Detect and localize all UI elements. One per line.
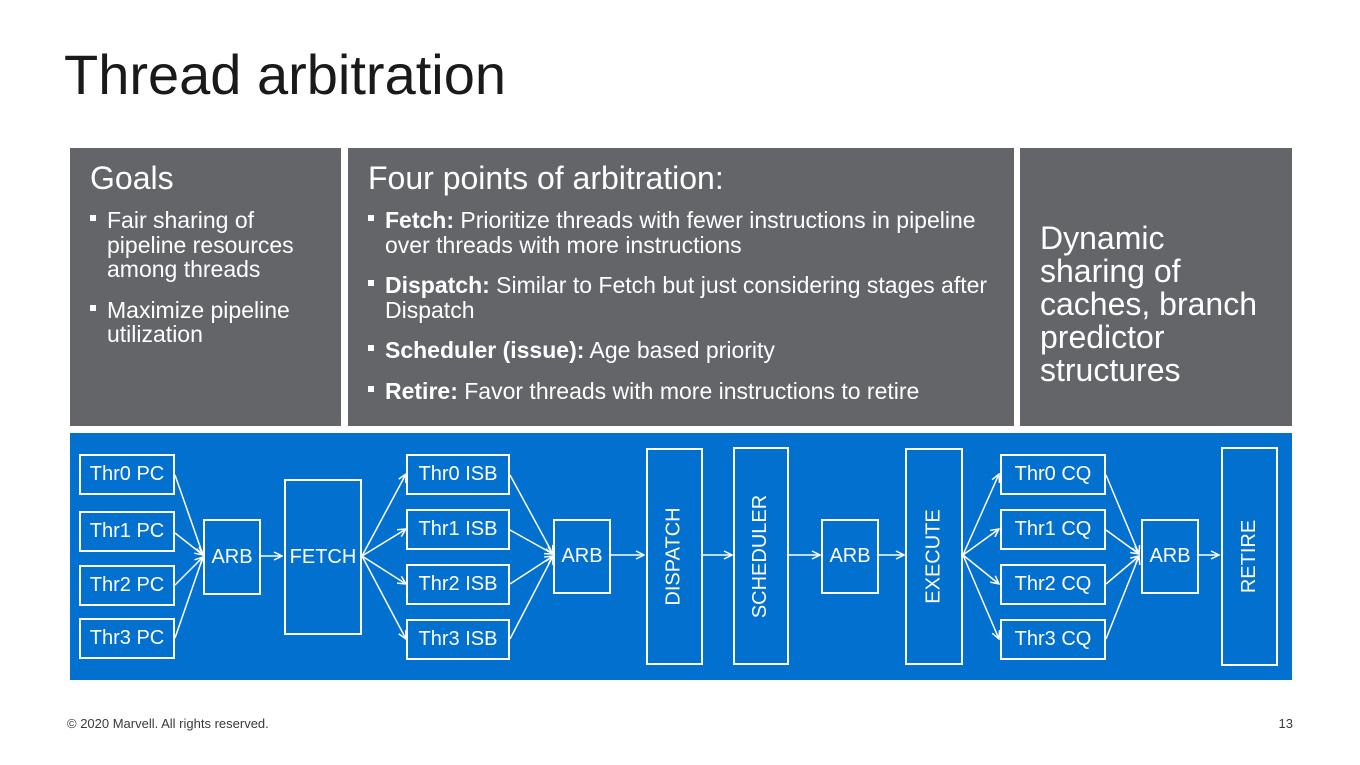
goals-heading: Goals: [90, 160, 174, 196]
arbitration-item: Dispatch: Similar to Fetch but just cons…: [368, 273, 994, 322]
execute-arb-box: ARB: [821, 519, 879, 594]
scheduler-label: SCHEDULER: [749, 494, 772, 618]
fetch-box: FETCH: [284, 479, 362, 635]
thr3-pc-box: Thr3 PC: [79, 618, 175, 659]
page-number: 13: [1278, 716, 1293, 731]
arbitration-item-text: Similar to Fetch but just considering st…: [385, 272, 988, 323]
thr2-isb-box: Thr2 ISB: [406, 564, 510, 605]
arbitration-item-term: Scheduler (issue):: [385, 337, 585, 363]
pipeline-diagram: Thr0 PC Thr1 PC Thr2 PC Thr3 PC ARB FETC…: [70, 433, 1292, 680]
arbitration-list: Fetch: Prioritize threads with fewer ins…: [368, 208, 994, 403]
thr1-cq-box: Thr1 CQ: [1000, 509, 1106, 550]
arbitration-item-term: Dispatch:: [385, 272, 490, 298]
sharing-panel: Dynamic sharing of caches, branch predic…: [1020, 148, 1292, 426]
goals-panel: Goals Fair sharing of pipeline resources…: [70, 148, 341, 426]
arrow: [1105, 529, 1139, 554]
arbitration-heading: Four points of arbitration:: [368, 160, 724, 196]
arrow: [1105, 556, 1139, 640]
arbitration-item: Scheduler (issue): Age based priority: [368, 338, 994, 363]
arrow: [509, 529, 553, 554]
dispatch-box: DISPATCH: [646, 448, 703, 665]
arrow: [361, 555, 406, 584]
arrow: [174, 474, 203, 555]
retire-box: RETIRE: [1221, 447, 1278, 666]
arrow: [174, 557, 203, 639]
arrow: [962, 554, 999, 639]
arbitration-item: Fetch: Prioritize threads with fewer ins…: [368, 208, 994, 257]
pipeline-arrows: [174, 433, 1292, 680]
arrow: [962, 554, 999, 584]
arrow: [962, 474, 999, 556]
arrow: [1105, 474, 1139, 554]
sharing-text: Dynamic sharing of caches, branch predic…: [1040, 220, 1258, 388]
execute-label: EXECUTE: [922, 509, 945, 604]
retire-label: RETIRE: [1238, 519, 1260, 594]
goal-item: Maximize pipeline utilization: [90, 297, 321, 347]
arbitration-item-text: Age based priority: [584, 337, 775, 363]
dispatch-label: DISPATCH: [663, 507, 685, 606]
thr3-cq-box: Thr3 CQ: [1000, 619, 1106, 660]
page-title: Thread arbitration: [64, 43, 507, 106]
thr0-cq-box: Thr0 CQ: [1000, 454, 1106, 495]
thr3-isb-box: Thr3 ISB: [406, 619, 510, 660]
thr1-pc-box: Thr1 PC: [79, 511, 175, 552]
retire-arb-box: ARB: [1141, 519, 1199, 594]
thr1-isb-box: Thr1 ISB: [406, 509, 510, 550]
arrow: [509, 556, 553, 640]
arrow: [509, 474, 553, 554]
arrow: [962, 529, 999, 556]
arrow: [174, 532, 203, 555]
dispatch-arb-box: ARB: [553, 519, 611, 594]
arrow: [361, 529, 406, 557]
copyright: © 2020 Marvell. All rights reserved.: [67, 716, 269, 731]
arbitration-item-term: Fetch:: [385, 207, 454, 233]
arbitration-panel: Four points of arbitration: Fetch: Prior…: [348, 148, 1014, 426]
arbitration-item: Retire: Favor threads with more instruct…: [368, 377, 994, 404]
thr2-cq-box: Thr2 CQ: [1000, 564, 1106, 605]
thr0-pc-box: Thr0 PC: [79, 454, 175, 495]
arbitration-item-term: Retire:: [385, 377, 458, 404]
goals-list: Fair sharing of pipeline resources among…: [90, 208, 321, 347]
thr2-pc-box: Thr2 PC: [79, 565, 175, 606]
goal-item: Fair sharing of pipeline resources among…: [90, 208, 321, 282]
scheduler-box: SCHEDULER: [733, 447, 789, 665]
arrow: [361, 555, 406, 639]
thr0-isb-box: Thr0 ISB: [406, 454, 510, 495]
execute-box: EXECUTE: [905, 448, 963, 665]
arbitration-item-text: Prioritize threads with fewer instructio…: [385, 207, 976, 258]
arrow: [361, 474, 406, 557]
fetch-arb-box: ARB: [203, 519, 261, 595]
arbitration-item-text: Favor threads with more instructions to …: [457, 377, 920, 404]
